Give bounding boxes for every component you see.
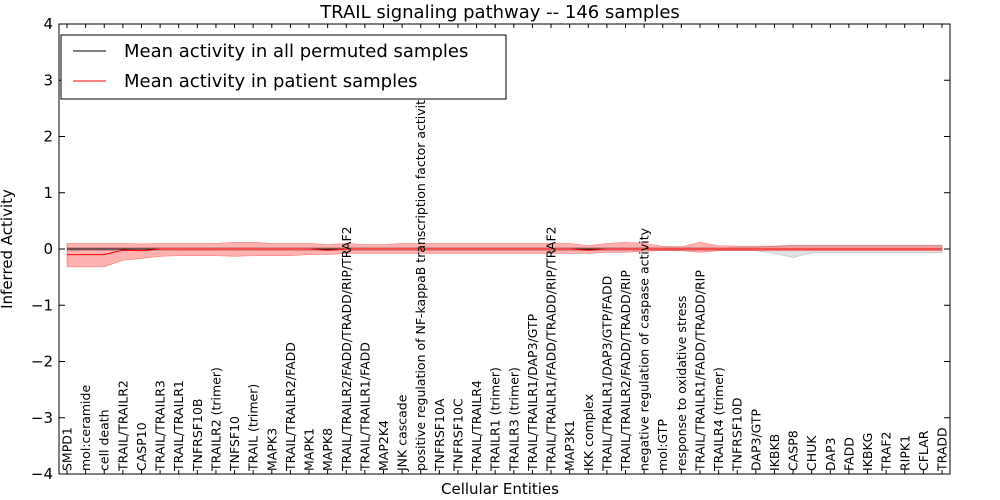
x-tick-label: DAP3/GTP — [748, 408, 763, 471]
x-tick-label: TRAIL/TRAILR2 — [115, 380, 130, 472]
legend-label-1: Mean activity in patient samples — [124, 71, 418, 92]
x-tick-label: positive regulation of NF-kappaB transcr… — [413, 92, 428, 471]
x-tick-label: MAPK1 — [302, 428, 317, 471]
x-tick-label: FADD — [841, 437, 856, 471]
x-tick-label: TRAIL/TRAILR2/FADD/TRADD/RIP/TRAF2 — [339, 226, 354, 472]
x-tick-label: IKBKB — [767, 434, 782, 471]
x-tick-label: TRAIL/TRAILR1/FADD — [357, 342, 372, 472]
x-axis-label: Cellular Entities — [441, 480, 559, 498]
y-tick-label: −1 — [31, 296, 53, 314]
x-tick-label: MAPK3 — [264, 428, 279, 471]
x-tick-label: MAP2K4 — [376, 420, 391, 471]
x-tick-label: TRADD — [935, 427, 950, 472]
x-tick-label: TNFSF10 — [227, 416, 242, 472]
legend-label-0: Mean activity in all permuted samples — [124, 41, 468, 62]
plot-frame — [58, 23, 951, 475]
x-tick-label: TRAILR1 (trimer) — [488, 367, 503, 472]
x-tick-label: IKK complex — [581, 394, 596, 471]
y-tick-label: 0 — [43, 240, 53, 258]
x-tick-label: JNK cascade — [395, 394, 410, 472]
x-tick-label: TRAIL/TRAILR1/DAP3/GTP/FADD — [599, 276, 614, 472]
x-tick-label: CASP8 — [786, 430, 801, 471]
x-tick-label: TRAILR2 (trimer) — [208, 367, 223, 472]
x-tick-label: negative regulation of caspase activity — [637, 227, 652, 471]
x-tick-label: TRAIL/TRAILR1/DAP3/GTP — [525, 313, 540, 472]
confidence-bands — [66, 241, 943, 268]
x-tick-label: TRAIL/TRAILR1/FADD/TRADD/RIP — [692, 270, 707, 472]
x-tick-label: MAP3K1 — [562, 420, 577, 471]
confidence-band-0 — [66, 244, 943, 258]
x-tick-label: TNFRSF10B — [190, 399, 205, 472]
series-lines — [67, 248, 942, 256]
confidence-band-1 — [66, 241, 943, 268]
chart-title: TRAIL signaling pathway -- 146 samples — [319, 2, 680, 23]
x-tick-label: mol:ceramide — [78, 385, 93, 471]
legend-box — [60, 34, 507, 100]
y-tick-label: −4 — [31, 465, 53, 483]
x-tick-label: CFLAR — [916, 430, 931, 471]
x-tick-label: SMPD1 — [60, 427, 75, 471]
x-tick-label: CHUK — [804, 435, 819, 471]
x-tick-label: TNFRSF10D — [730, 397, 745, 472]
x-tick-label: TRAIL/TRAILR3 — [153, 380, 168, 472]
series-line-1 — [67, 248, 942, 256]
legend: Mean activity in all permuted samplesMea… — [60, 34, 507, 100]
y-tick-label: 4 — [43, 15, 53, 33]
y-tick-label: 1 — [43, 184, 53, 202]
y-tick-label: 2 — [43, 128, 53, 146]
y-axis-label: Inferred Activity — [0, 189, 16, 309]
x-tick-label: TRAIL/TRAILR4 — [469, 380, 484, 472]
x-tick-label: TRAIL (trimer) — [246, 384, 261, 472]
x-tick-label: TRAIL/TRAILR1 — [171, 380, 186, 472]
x-tick-label: TRAILR3 (trimer) — [506, 367, 521, 472]
x-tick-label: TRAIL/TRAILR1/FADD/TRADD/RIP/TRAF2 — [544, 226, 559, 472]
x-tick-label: mol:GTP — [655, 419, 670, 471]
y-tick-label: 3 — [43, 71, 53, 89]
x-tick-label: TNFRSF10A — [432, 398, 447, 472]
x-tick-label: TNFRSF10C — [450, 398, 465, 472]
x-tick-label: IKBKG — [860, 433, 875, 471]
x-tick-label: TRAIL/TRAILR2/FADD/TRADD/RIP — [618, 270, 633, 472]
y-ticks: −4 −3 −2 −1 0 1 2 3 4 — [31, 15, 950, 483]
y-tick-label: −2 — [31, 353, 53, 371]
x-tick-label: TRAIL/TRAILR2/FADD — [283, 342, 298, 472]
x-tick-label: DAP3 — [823, 438, 838, 471]
x-tick-label: RIPK1 — [897, 435, 912, 471]
x-tick-label: TRAILR4 (trimer) — [711, 367, 726, 472]
x-tick-label: TRAF2 — [879, 431, 894, 472]
x-tick-label: cell death — [97, 409, 112, 471]
y-tick-label: −3 — [31, 409, 53, 427]
x-tick-label: CASP10 — [134, 422, 149, 471]
x-tick-label: MAPK8 — [320, 428, 335, 471]
x-tick-label: response to oxidative stress — [674, 296, 689, 471]
